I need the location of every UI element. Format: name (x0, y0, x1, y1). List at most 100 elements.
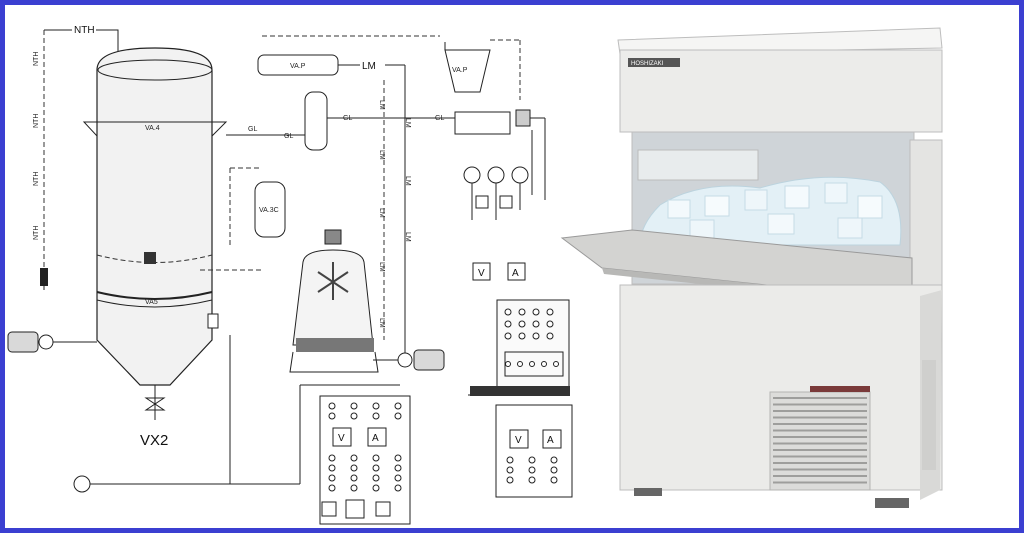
lm-label-6: LM (404, 118, 411, 128)
lm-label-8: LM (404, 232, 411, 242)
indicator-dot (517, 361, 523, 367)
indicator-dot (328, 454, 336, 462)
indicator-dot (504, 332, 512, 340)
side-vent (922, 360, 936, 470)
circulation-pump (397, 349, 445, 371)
indicator-dot (350, 484, 358, 492)
svg-text:VA.4: VA.4 (145, 125, 160, 132)
indicator-dot (532, 332, 540, 340)
indicator-dot (553, 361, 559, 367)
indicator-dot (328, 402, 336, 410)
gl-label-3: GL (343, 115, 352, 122)
indicator-dot (504, 308, 512, 316)
refrigeration-schematic: NTH NTH NTH NTH NTH VA.4 VA5 VX2 (7, 25, 573, 525)
lm-label-3: LM (378, 208, 385, 218)
gl-label-1: GL (248, 126, 257, 133)
svg-text:VA.3C: VA.3C (259, 207, 279, 214)
indicator-dot (350, 412, 358, 420)
indicator-dot (528, 476, 536, 484)
indicator-dot (541, 361, 547, 367)
indicator-dot (506, 456, 514, 464)
lm-label-7: LM (404, 176, 411, 186)
nth-label-4: NTH (33, 226, 40, 240)
indicator-dot (518, 332, 526, 340)
nth-label-1: NTH (33, 52, 40, 66)
indicator-dot (372, 454, 380, 462)
receiver-tank: VA.3C (200, 167, 286, 271)
brand-plate (628, 58, 680, 67)
indicator-dot (328, 464, 336, 472)
indicator-dot (350, 464, 358, 472)
indicator-dot (394, 412, 402, 420)
svg-text:VA.P: VA.P (290, 63, 306, 70)
indicator-dot (550, 466, 558, 474)
indicator-dot (529, 361, 535, 367)
gl-lines: GL GL GL GL (226, 91, 455, 151)
voltmeter-label-2: V (338, 433, 345, 444)
indicator-dot (328, 412, 336, 420)
indicator-dot (394, 464, 402, 472)
gl-label-4: GL (435, 115, 444, 122)
lm-label-top: LM (362, 61, 376, 72)
indicator-dot (528, 456, 536, 464)
ammeter-label-3: A (547, 435, 554, 446)
voltmeter-label-1: V (478, 268, 485, 279)
brand-text: HOSHIZAKI (631, 61, 664, 67)
indicator-dot (372, 484, 380, 492)
top-valve-header: LM VA.P (257, 35, 440, 360)
component-dots (328, 308, 559, 492)
indicator-dot (328, 474, 336, 482)
indicator-dot (394, 454, 402, 462)
indicator-dot (546, 320, 554, 328)
control-valve-cluster (454, 109, 546, 200)
control-panel-right: V A (495, 404, 573, 498)
nth-label-3: NTH (33, 172, 40, 186)
nth-label-top: NTH (74, 25, 95, 36)
lm-line-labels: LM LM LM LM LM LM LM LM (378, 80, 411, 340)
lm-label-5: LM (378, 318, 385, 328)
nth-label-2: NTH (33, 114, 40, 128)
cooling-tower (289, 229, 400, 373)
lm-label-1: LM (378, 100, 385, 110)
drain-valve-label: VX2 (140, 432, 168, 449)
indicator-dot (372, 464, 380, 472)
expansion-funnel: VA.P (444, 39, 521, 100)
indicator-dot (532, 308, 540, 316)
ammeter-label-2: A (372, 433, 379, 444)
indicator-dot (350, 402, 358, 410)
indicator-dot (518, 308, 526, 316)
lm-label-2: LM (378, 150, 385, 160)
indicator-dot (394, 484, 402, 492)
indicator-dot (550, 456, 558, 464)
front-vent (769, 386, 871, 491)
ice-machine: HOSHIZAKI (560, 27, 943, 508)
indicator-dot (328, 484, 336, 492)
nth-line: NTH NTH NTH NTH NTH (33, 25, 119, 290)
indicator-dot (394, 402, 402, 410)
indicator-dot (350, 474, 358, 482)
indicator-dot (394, 474, 402, 482)
lm-label-4: LM (378, 262, 385, 272)
voltmeter-label-3: V (515, 435, 522, 446)
indicator-dot (372, 412, 380, 420)
meter-pair-top: V A (472, 262, 526, 281)
indicator-dot (350, 454, 358, 462)
indicator-dot (504, 320, 512, 328)
wiring-board (468, 299, 570, 396)
gl-label-2: GL (284, 133, 293, 140)
svg-text:VA5: VA5 (145, 299, 158, 306)
indicator-dot (546, 308, 554, 316)
drain-valve: VX2 (140, 385, 168, 449)
indicator-dot (546, 332, 554, 340)
indicator-dot (505, 361, 511, 367)
ammeter-label-1: A (512, 268, 519, 279)
svg-text:VA.P: VA.P (452, 67, 468, 74)
indicator-dot (506, 466, 514, 474)
indicator-dot (372, 402, 380, 410)
storage-tank: VA.4 VA5 (82, 47, 228, 386)
indicator-dot (506, 476, 514, 484)
indicator-dot (532, 320, 540, 328)
gauge-row (463, 166, 529, 220)
indicator-dot (550, 476, 558, 484)
